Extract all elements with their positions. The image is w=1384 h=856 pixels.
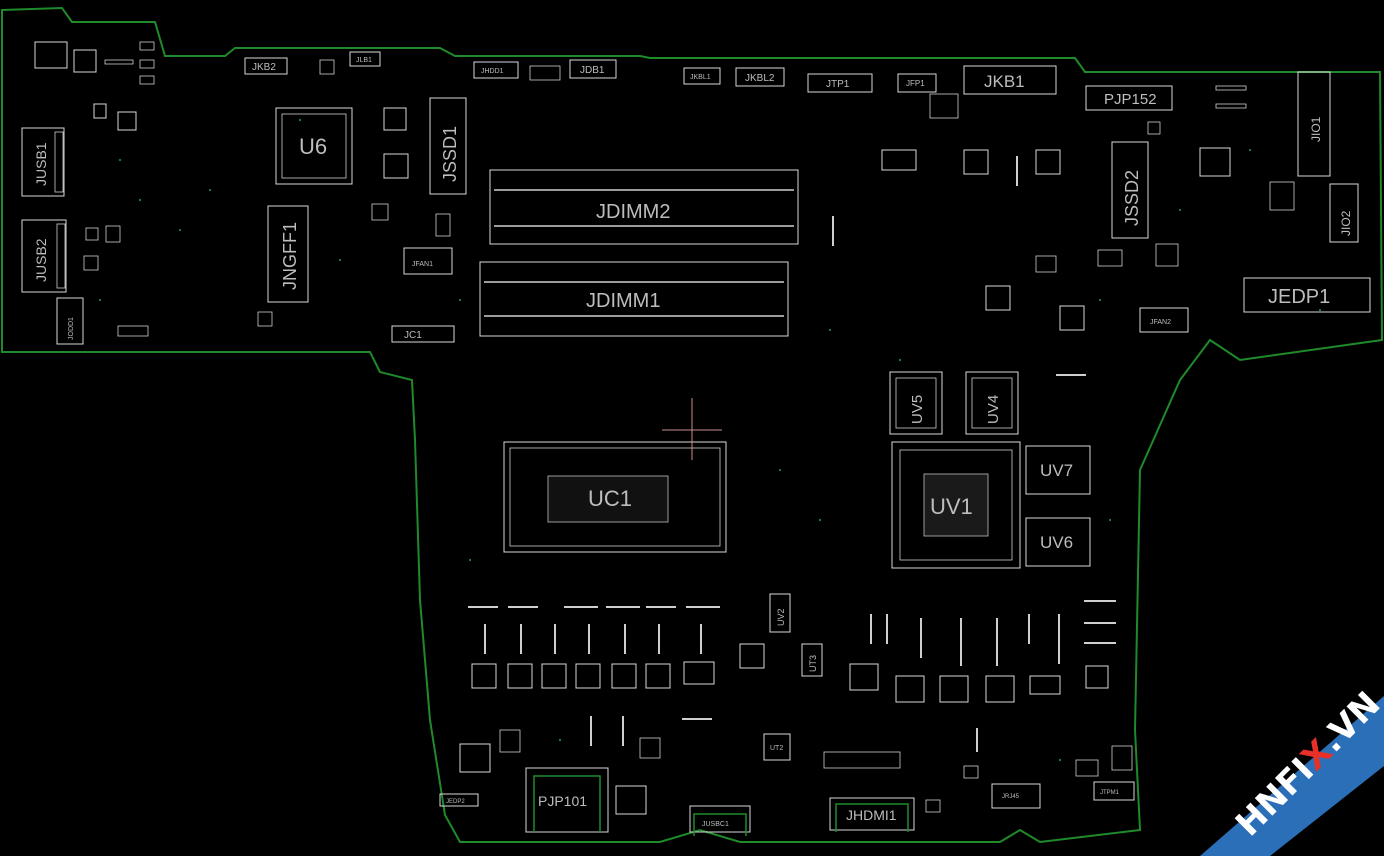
hnfix-watermark: HNFIX.VN (1154, 656, 1384, 856)
jdb1-connector: JDB1 (569, 59, 617, 79)
jfan1-label: JFAN1 (412, 261, 433, 268)
jkb2-label: JKB2 (252, 62, 276, 73)
uc1-label: UC1 (588, 486, 632, 511)
pjp152-label: PJP152 (1104, 91, 1157, 108)
jlb1-connector: JLB1 (349, 51, 381, 67)
jdimm1-slot: JDIMM1 (479, 261, 789, 337)
uv4-chip: UV4 (965, 371, 1019, 435)
jhdmi1-label: JHDMI1 (846, 807, 897, 823)
jfan2-label: JFAN2 (1150, 319, 1171, 326)
jc1-connector: JC1 (391, 325, 455, 343)
uv7-chip: UV7 (1025, 445, 1091, 495)
jdimm1-label: JDIMM1 (586, 290, 660, 312)
watermark-band (1200, 696, 1384, 856)
jngff1-label: JNGFF1 (280, 222, 300, 290)
top-right-parts (881, 85, 1295, 331)
jhdd1-connector: JHDD1 (473, 61, 519, 79)
jedp1-connector: JEDP1 (1243, 277, 1371, 313)
uv7-label: UV7 (1040, 461, 1073, 480)
uv5-chip: UV5 (889, 371, 943, 435)
left-small-parts (34, 41, 155, 337)
uc1-cpu: UC1 (503, 441, 727, 553)
jlb1-label: JLB1 (356, 57, 372, 64)
pjp101-dc-jack: PJP101 (525, 767, 609, 833)
jssd1-label: JSSD1 (440, 126, 460, 182)
jfan1-connector: JFAN1 (403, 247, 453, 275)
jhdmi1-connector: JHDMI1 (829, 797, 915, 832)
bottom-small-parts (499, 729, 1133, 813)
jusb1-label: JUSB1 (33, 142, 49, 186)
jssd1-connector: JSSD1 (429, 97, 467, 195)
jusb2-connector: JUSB2 (21, 219, 67, 293)
crosshair-cursor (662, 398, 722, 460)
via-field (99, 119, 1321, 761)
jio2-label: JIO2 (1339, 210, 1353, 236)
top-part (529, 65, 561, 81)
uv6-label: UV6 (1040, 533, 1073, 552)
inductor-lines (468, 156, 1116, 752)
uv4-label: UV4 (985, 395, 1002, 424)
jhdd1-label: JHDD1 (481, 68, 504, 75)
ut2-chip: UT2 (763, 733, 791, 761)
jkbl1-label: JKBL1 (690, 74, 711, 81)
pjp152-part: PJP152 (1085, 85, 1173, 111)
jusb2-label: JUSB2 (33, 238, 49, 282)
jdb1-label: JDB1 (580, 65, 605, 76)
jtpm1-label: JTPM1 (1100, 790, 1120, 796)
jedp2-label: JEDP2 (446, 799, 465, 805)
jkbl1-connector: JKBL1 (683, 67, 721, 85)
jio2-connector: JIO2 (1329, 183, 1359, 243)
jrj45-label: JRJ45 (1002, 794, 1020, 800)
jodd1-label: JODD1 (68, 317, 75, 340)
uv1-label: UV1 (930, 494, 973, 519)
jfp1-label: JFP1 (906, 79, 925, 88)
pjp101-label: PJP101 (538, 793, 587, 809)
jusb1-connector: JUSB1 (21, 127, 65, 197)
jrj45-connector: JRJ45 (991, 783, 1041, 809)
uv6-chip: UV6 (1025, 517, 1091, 567)
jusbc1-connector: JUSBC1 (689, 805, 751, 836)
jkb2-connector: JKB2 (244, 57, 288, 75)
jio1-connector: JIO1 (1297, 71, 1331, 177)
uv2-chip: UV2 (769, 593, 791, 633)
jkb1-label: JKB1 (984, 72, 1025, 91)
ut3-chip: UT3 (801, 643, 823, 677)
jodd1-connector: JODD1 (56, 297, 84, 345)
jusbc1-label: JUSBC1 (702, 821, 729, 828)
jdimm2-label: JDIMM2 (596, 201, 670, 223)
jtpm1-connector: JTPM1 (1093, 781, 1135, 801)
uv2-label: UV2 (776, 608, 786, 626)
jio1-label: JIO1 (1309, 116, 1323, 142)
jkbl2-connector: JKBL2 (735, 67, 785, 87)
uv5-label: UV5 (909, 395, 926, 424)
u6-chip: U6 (275, 107, 353, 185)
jkb1-connector: JKB1 (963, 65, 1057, 95)
u6-side-parts (257, 59, 451, 327)
jedp2-connector: JEDP2 (439, 793, 479, 807)
jtp1-connector: JTP1 (807, 73, 873, 93)
jtp1-label: JTP1 (826, 79, 850, 90)
uv1-gpu: UV1 (891, 441, 1021, 569)
jssd2-connector: JSSD2 (1111, 141, 1149, 239)
jngff1-connector: JNGFF1 (267, 205, 309, 303)
jkbl2-label: JKBL2 (745, 73, 775, 84)
board-outline (1, 6, 1384, 844)
jssd2-label: JSSD2 (1122, 170, 1142, 226)
jdimm2-slot: JDIMM2 (489, 169, 799, 245)
u6-label: U6 (299, 134, 327, 159)
power-stage-row (459, 643, 1109, 815)
jfan2-connector: JFAN2 (1139, 307, 1189, 333)
ut3-label: UT3 (808, 655, 818, 672)
jfp1-connector: JFP1 (897, 73, 937, 93)
jedp1-label: JEDP1 (1268, 286, 1330, 308)
jc1-label: JC1 (404, 330, 422, 341)
ut2-label: UT2 (770, 745, 783, 752)
